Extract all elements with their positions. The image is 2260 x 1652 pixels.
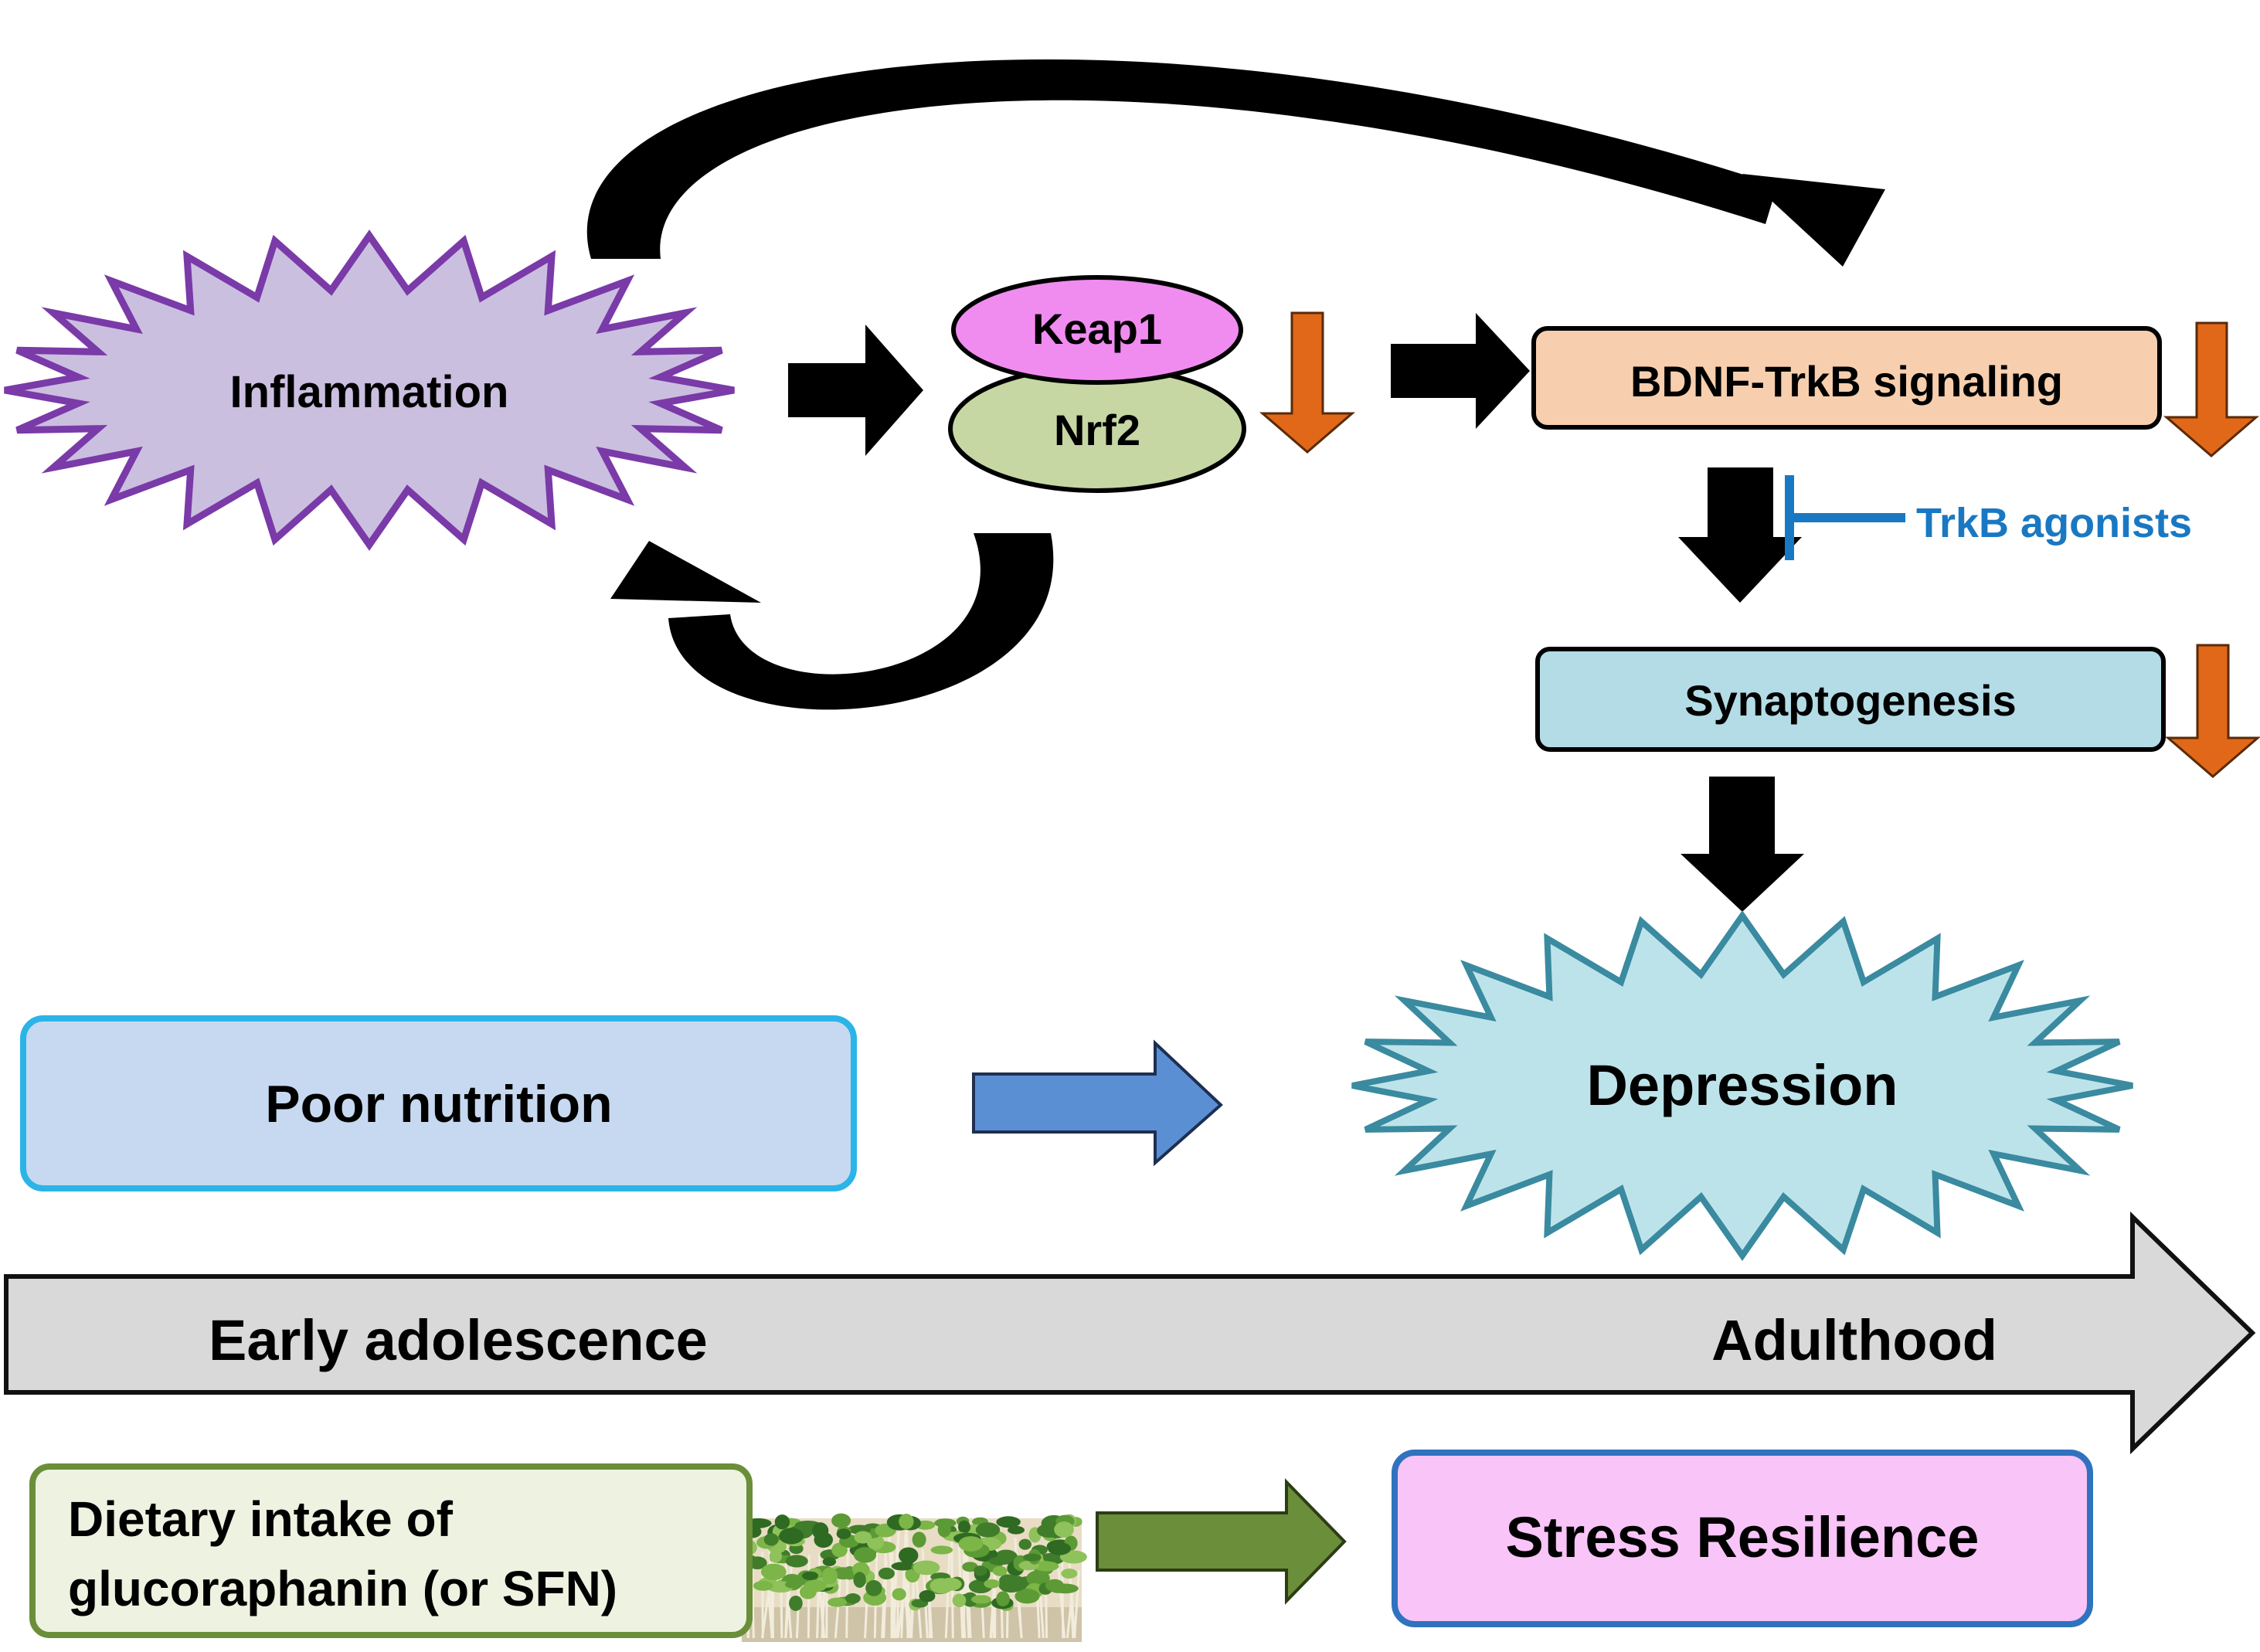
sprout-leaf	[984, 1579, 999, 1589]
sprout-leaf	[779, 1528, 804, 1544]
dietary-intake-line2: glucoraphanin (or SFN)	[68, 1561, 617, 1616]
bdnf-trkb-label: BDNF-TrkB signaling	[1630, 357, 2063, 406]
sprout-leaf	[804, 1579, 827, 1592]
sprout-leaf	[822, 1568, 838, 1585]
sprout-leaf	[785, 1581, 803, 1589]
adulthood-label: Adulthood	[1711, 1308, 1997, 1372]
sprout-leaf	[854, 1547, 876, 1562]
nrf2-label: Nrf2	[1054, 406, 1140, 454]
sprout-leaf	[1019, 1539, 1031, 1550]
poor-nutrition-to-depression-arrow	[974, 1043, 1221, 1163]
sprout-leaf	[938, 1522, 951, 1538]
sprout-leaf	[845, 1593, 861, 1603]
broccoli-sprouts-image	[740, 1514, 1087, 1642]
sprout-leaf	[919, 1590, 935, 1602]
keap1-label: Keap1	[1032, 304, 1162, 353]
sprout-leaf	[958, 1521, 970, 1534]
sprout-leaf	[789, 1596, 803, 1611]
depression-label: Depression	[1586, 1053, 1898, 1117]
sprout-leaf	[1045, 1579, 1064, 1592]
sprout-leaf	[853, 1572, 865, 1588]
sprout-leaf	[912, 1531, 926, 1547]
sprout-leaf	[958, 1536, 983, 1552]
sprout-leaf	[899, 1514, 913, 1529]
synaptogenesis-to-depression-arrow	[1681, 777, 1804, 912]
sprout-leaf	[879, 1568, 895, 1579]
synaptogenesis-decrease-icon	[2168, 645, 2258, 777]
bdnf-decrease-icon	[2167, 323, 2256, 456]
trkb-agonist-inhibition-icon	[1785, 475, 1905, 560]
sprout-leaf	[940, 1578, 962, 1591]
nrf2-to-inflammation-curved-arrow	[610, 533, 1053, 709]
sprout-leaf	[913, 1560, 940, 1575]
sprout-leaf	[786, 1555, 808, 1567]
inflammation-label: Inflammation	[230, 367, 509, 417]
sprout-leaf	[855, 1531, 872, 1543]
dietary-intake-line1: Dietary intake of	[68, 1491, 454, 1547]
sprout-leaf	[953, 1594, 967, 1608]
keap1-nrf2-decrease-icon	[1263, 313, 1352, 452]
sprout-leaf	[996, 1591, 1010, 1606]
sprout-leaf	[812, 1522, 828, 1539]
nrf2-to-bdnf-arrow	[1391, 313, 1530, 429]
stress-resilience-label: Stress Resilience	[1506, 1505, 1980, 1569]
synaptogenesis-label: Synaptogenesis	[1684, 676, 2016, 725]
sprout-leaf	[931, 1545, 953, 1554]
sprout-leaf	[1023, 1554, 1042, 1562]
sprout-leaf	[899, 1547, 918, 1563]
dietary-to-stress-resilience-arrow	[1097, 1482, 1344, 1601]
sprout-leaf	[802, 1572, 818, 1580]
bdnf-to-synaptogenesis-arrow	[1678, 467, 1802, 603]
inflammation-to-bdnf-curved-arrow	[587, 59, 1885, 267]
sprout-leaf	[761, 1564, 787, 1580]
sprout-leaf	[770, 1550, 782, 1563]
poor-nutrition-label: Poor nutrition	[265, 1075, 612, 1134]
sprout-leaf	[989, 1557, 1009, 1565]
early-adolescence-label: Early adolescence	[209, 1308, 708, 1372]
sprout-leaf	[753, 1581, 773, 1591]
sprout-leaf	[1061, 1569, 1077, 1579]
sprout-leaf	[764, 1533, 779, 1545]
sprout-leaf	[828, 1598, 847, 1607]
sprout-leaf	[1054, 1521, 1074, 1538]
sprout-leaf	[971, 1595, 991, 1603]
sprout-leaf	[831, 1514, 851, 1528]
sprout-leaf	[823, 1557, 836, 1565]
sprout-leaf	[1048, 1542, 1071, 1555]
sprout-leaf	[837, 1528, 851, 1539]
sprout-leaf	[1008, 1526, 1025, 1535]
sprout-leaf	[775, 1514, 790, 1529]
sprout-leaf	[865, 1580, 882, 1596]
sprout-leaf	[993, 1566, 1008, 1576]
sprout-leaf	[976, 1522, 1000, 1537]
sprout-leaf	[974, 1565, 987, 1576]
sprout-leaf	[1003, 1576, 1016, 1590]
trkb-agonists-label: TrkB agonists	[1916, 500, 2192, 546]
sprout-leaf	[892, 1588, 906, 1600]
inflammation-to-keap1-arrow	[788, 325, 923, 456]
